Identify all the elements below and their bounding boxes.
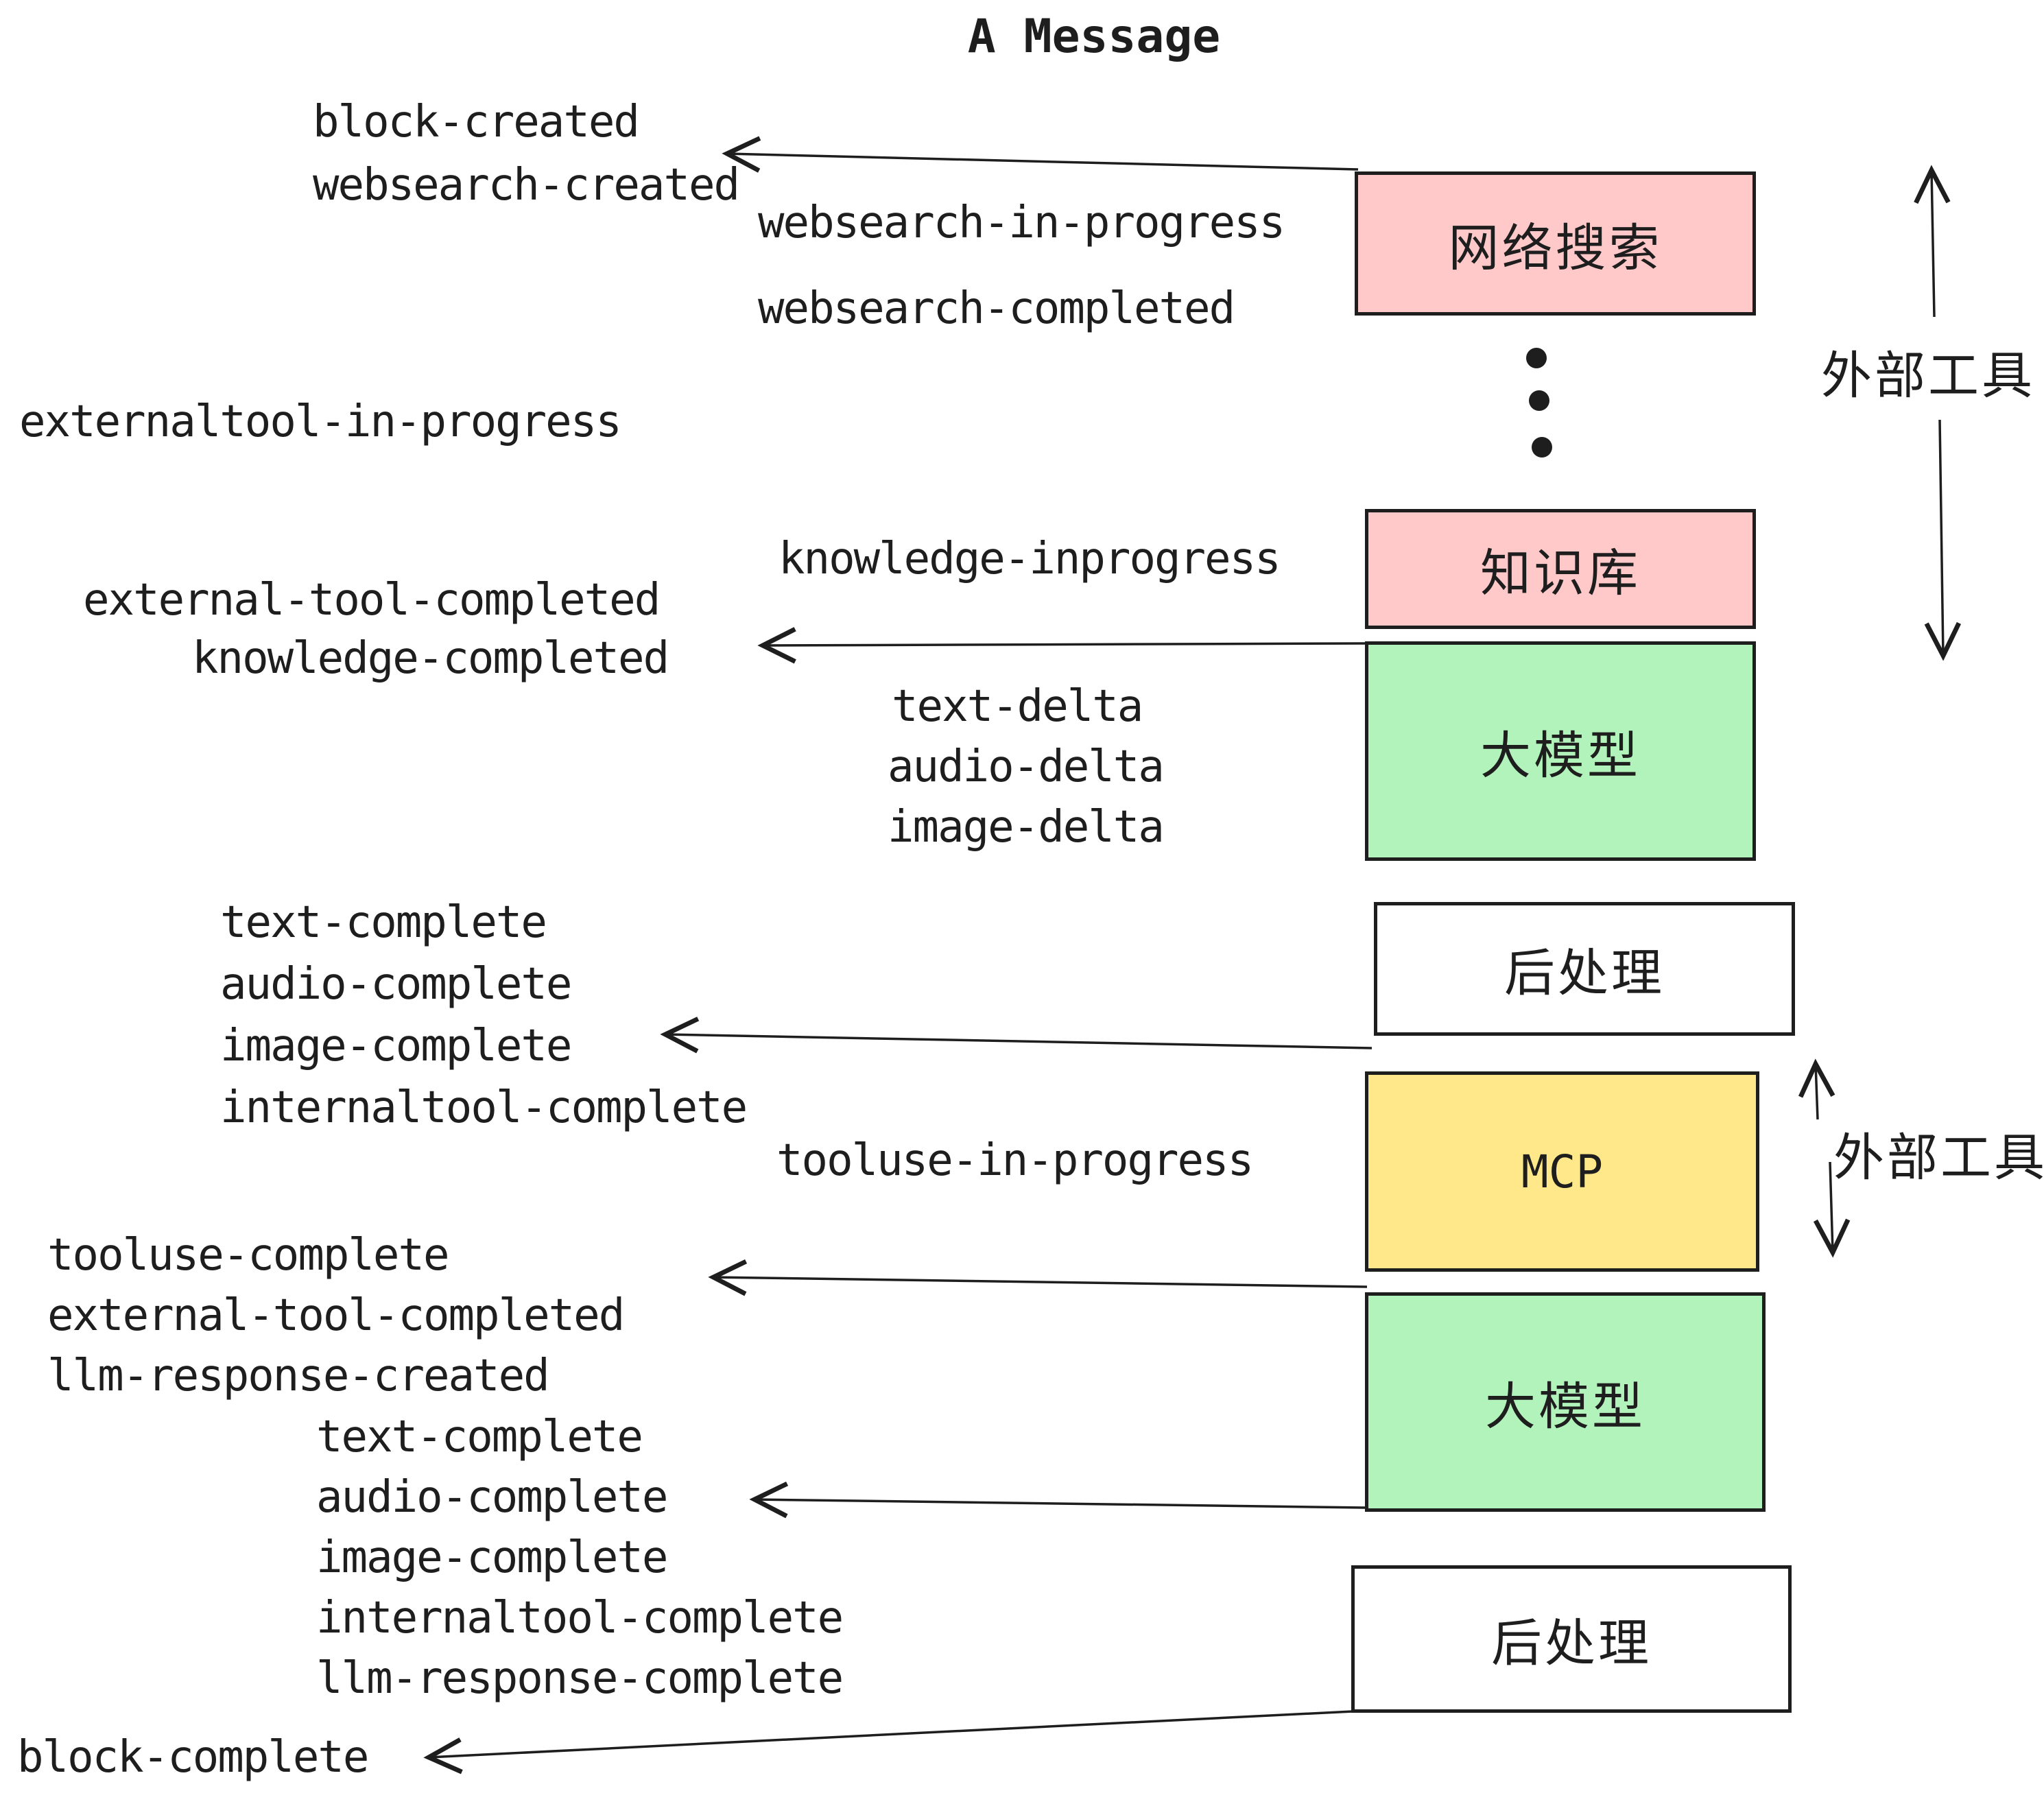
arrow-block-complete	[423, 1710, 1353, 1775]
event-text-complete: text-complete	[220, 897, 547, 948]
event-image-complete-2: image-complete	[316, 1532, 668, 1583]
span-arrow-mcp-up	[1798, 1058, 1835, 1120]
arrow-image-complete	[660, 1017, 1372, 1054]
label-external-tools-top: 外部工具	[1821, 346, 2035, 405]
box-knowledge: 知识库	[1365, 509, 1756, 629]
event-tooluse-in-progress: tooluse-in-progress	[776, 1135, 1254, 1186]
event-knowledge-inprogress: knowledge-inprogress	[779, 534, 1281, 584]
event-image-delta: image-delta	[888, 802, 1165, 853]
event-audio-delta: audio-delta	[888, 741, 1165, 792]
box-websearch: 网络搜索	[1355, 171, 1756, 316]
box-llm-2: 大模型	[1365, 1292, 1766, 1512]
event-internaltool-complete: internaltool-complete	[220, 1082, 748, 1133]
event-block-complete: block-complete	[17, 1732, 369, 1783]
event-external-tool-completed: external-tool-completed	[83, 575, 661, 626]
event-tooluse-complete: tooluse-complete	[47, 1230, 449, 1281]
event-image-complete: image-complete	[220, 1021, 572, 1071]
event-text-delta: text-delta	[892, 681, 1143, 732]
box-post-process-2: 后处理	[1351, 1565, 1792, 1713]
arrow-knowledge-completed	[757, 627, 1366, 664]
arrow-audio-complete	[749, 1481, 1366, 1519]
event-audio-complete: audio-complete	[220, 959, 572, 1010]
arrow-tooluse-complete	[708, 1259, 1368, 1296]
arrow-websearch-created	[722, 136, 1359, 173]
label-external-tools-mcp: 外部工具	[1833, 1128, 2044, 1187]
event-llm-response-complete: llm-response-complete	[316, 1653, 844, 1704]
event-text-complete-2: text-complete	[316, 1412, 643, 1462]
event-websearch-in-progress: websearch-in-progress	[758, 198, 1285, 248]
box-mcp: MCP	[1365, 1071, 1759, 1272]
event-internaltool-complete-2: internaltool-complete	[316, 1593, 844, 1643]
span-arrow-mcp-down	[1813, 1161, 1851, 1258]
diagram-title: A Message	[967, 10, 1221, 64]
event-externaltool-in-progress: externaltool-in-progress	[19, 396, 622, 447]
event-llm-response-created: llm-response-created	[47, 1351, 550, 1401]
span-arrow-external-tools-down	[1924, 419, 1962, 661]
event-external-tool-completed-2: external-tool-completed	[47, 1290, 625, 1341]
event-websearch-created: websearch-created	[313, 160, 740, 211]
span-arrow-external-tools-up	[1914, 165, 1951, 318]
ellipsis-dots	[1526, 348, 1552, 458]
box-post-process-1: 后处理	[1374, 902, 1795, 1036]
event-audio-complete-2: audio-complete	[316, 1472, 668, 1523]
event-knowledge-completed: knowledge-completed	[192, 633, 669, 684]
event-websearch-completed: websearch-completed	[758, 283, 1235, 334]
event-block-created: block-created	[313, 97, 640, 147]
box-llm-1: 大模型	[1365, 641, 1756, 861]
